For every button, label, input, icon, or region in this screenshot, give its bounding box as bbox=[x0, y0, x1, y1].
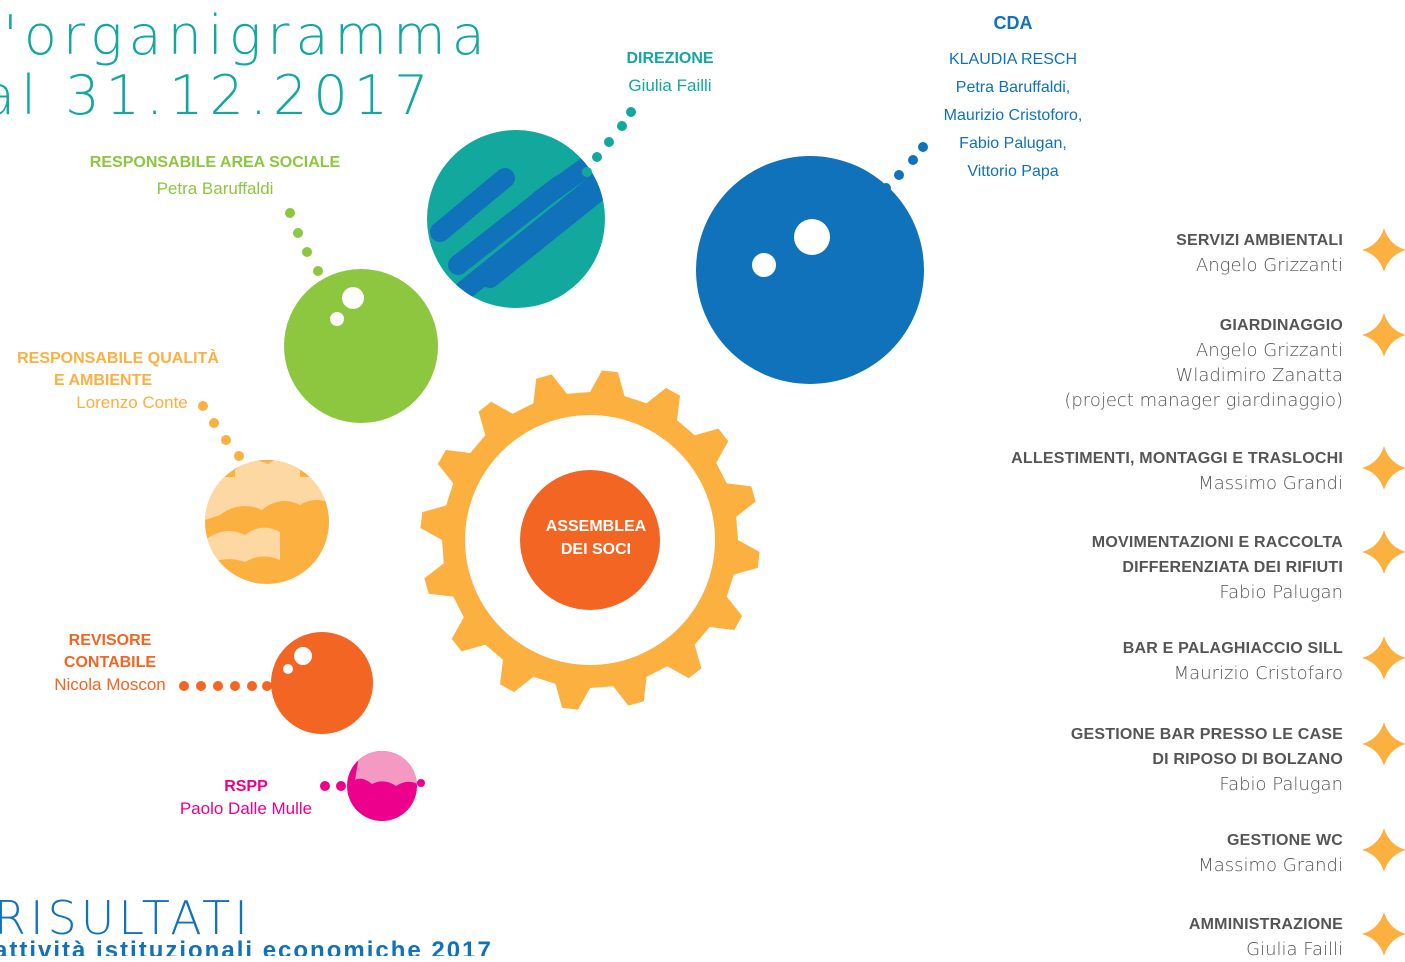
page-title: l'organigramma al 31.12.2017 bbox=[0, 6, 491, 126]
area-sociale-label: RESPONSABILE AREA SOCIALE Petra Baruffal… bbox=[65, 152, 365, 200]
bottom-title: RISULTATI attività istituzionali economi… bbox=[0, 893, 493, 956]
service-item: ALLESTIMENTI, MONTAGGI E TRASLOCHI Massim… bbox=[1011, 446, 1343, 496]
bottom-title-line2: attività istituzionali economiche 2017 bbox=[0, 939, 493, 956]
direzione-dots bbox=[582, 107, 636, 177]
rspp-name: Paolo Dalle Mulle bbox=[179, 799, 313, 818]
page-title-line1: l'organigramma bbox=[0, 4, 491, 67]
service-person: Fabio Palugan bbox=[1219, 774, 1343, 795]
service-title: GIARDINAGGIO bbox=[1219, 317, 1343, 334]
direzione-circle bbox=[427, 130, 605, 308]
cda-name-1: KLAUDIA RESCH bbox=[948, 51, 1078, 68]
star-icon bbox=[1362, 912, 1405, 956]
area-sociale-role: RESPONSABILE AREA SOCIALE bbox=[89, 154, 341, 171]
area-sociale-dots bbox=[285, 208, 323, 276]
rspp-role: RSPP bbox=[224, 778, 268, 795]
revisore-dots bbox=[179, 681, 272, 691]
qualita-dots bbox=[198, 401, 244, 461]
service-title: DIFFERENZIATA DEI RIFIUTI bbox=[1122, 559, 1343, 576]
service-person: Giulia Failli bbox=[1246, 939, 1343, 960]
service-person: Maurizio Cristofaro bbox=[1173, 663, 1343, 684]
cda-role: CDA bbox=[993, 13, 1033, 33]
service-person: (project manager giardinaggio) bbox=[1064, 390, 1343, 411]
service-title: BAR E PALAGHIACCIO SILL bbox=[1122, 640, 1343, 657]
qualita-label: RESPONSABILE QUALITÀ E AMBIENTE Lorenzo … bbox=[0, 348, 236, 414]
revisore-role-line1: REVISORE bbox=[68, 632, 152, 649]
service-person: Massimo Grandi bbox=[1198, 855, 1343, 876]
qualita-name: Lorenzo Conte bbox=[76, 393, 188, 412]
revisore-name: Nicola Moscon bbox=[54, 675, 166, 694]
rspp-label: RSPP Paolo Dalle Mulle bbox=[164, 776, 328, 820]
star-icon bbox=[1362, 636, 1405, 680]
rspp-circle bbox=[347, 751, 425, 821]
revisore-label: REVISORE CONTABILE Nicola Moscon bbox=[30, 630, 190, 696]
cda-name-2: Petra Baruffaldi, bbox=[955, 79, 1071, 96]
bottom-title-line1: RISULTATI bbox=[0, 891, 252, 945]
area-sociale-circle bbox=[284, 269, 438, 423]
service-title: SERVIZI AMBIENTALI bbox=[1176, 232, 1343, 249]
service-title: MOVIMENTAZIONI E RACCOLTA bbox=[1091, 534, 1343, 551]
page-title-line2: al 31.12.2017 bbox=[0, 64, 435, 127]
center-label-line2: DEI SOCI bbox=[561, 541, 631, 558]
qualita-circle bbox=[205, 460, 329, 584]
direzione-label: DIREZIONE Giulia Failli bbox=[600, 48, 740, 97]
star-icon bbox=[1362, 722, 1405, 766]
service-item: SERVIZI AMBIENTALI Angelo Grizzanti bbox=[1176, 228, 1343, 278]
service-title: GESTIONE WC bbox=[1227, 832, 1343, 849]
direzione-name: Giulia Failli bbox=[628, 76, 712, 95]
service-item: MOVIMENTAZIONI E RACCOLTA DIFFERENZIATA D… bbox=[1092, 530, 1343, 605]
service-item: GESTIONE BAR PRESSO LE CASE DI RIPOSO DI … bbox=[1071, 722, 1343, 797]
service-item: GESTIONE WC Massimo Grandi bbox=[1198, 828, 1343, 878]
revisore-circle bbox=[271, 632, 373, 734]
rspp-dots bbox=[320, 781, 346, 791]
cda-dots bbox=[881, 142, 928, 193]
qualita-role-line2: E AMBIENTE bbox=[53, 372, 153, 389]
cda-name-3: Maurizio Cristoforo, bbox=[943, 107, 1083, 124]
area-sociale-name: Petra Baruffaldi bbox=[156, 179, 274, 198]
service-stars bbox=[1362, 228, 1405, 956]
cda-name-4: Fabio Palugan, bbox=[959, 135, 1067, 152]
service-title: GESTIONE BAR PRESSO LE CASE bbox=[1070, 726, 1343, 743]
star-icon bbox=[1362, 228, 1405, 272]
star-icon bbox=[1362, 828, 1405, 872]
direzione-role: DIREZIONE bbox=[626, 50, 714, 67]
star-icon bbox=[1362, 530, 1405, 574]
center-circle bbox=[520, 470, 660, 610]
service-person: Massimo Grandi bbox=[1198, 473, 1343, 494]
cda-name-5: Vittorio Papa bbox=[967, 163, 1059, 180]
service-title: AMMINISTRAZIONE bbox=[1188, 916, 1343, 933]
service-item: AMMINISTRAZIONE Giulia Failli bbox=[1189, 912, 1343, 962]
revisore-role-line2: CONTABILE bbox=[63, 654, 157, 671]
cda-label: CDA KLAUDIA RESCH Petra Baruffaldi, Maur… bbox=[938, 12, 1088, 186]
star-icon bbox=[1362, 313, 1405, 357]
service-person: Wladimiro Zanatta bbox=[1175, 365, 1343, 386]
service-title: ALLESTIMENTI, MONTAGGI E TRASLOCHI bbox=[1011, 450, 1343, 467]
qualita-role-line1: RESPONSABILE QUALITÀ bbox=[17, 350, 219, 367]
service-person: Fabio Palugan bbox=[1219, 582, 1343, 603]
star-icon bbox=[1362, 446, 1405, 490]
service-person: Angelo Grizzanti bbox=[1195, 340, 1343, 361]
center-label-line1: ASSEMBLEA bbox=[546, 518, 647, 535]
gear-shape bbox=[420, 370, 760, 710]
cda-circle bbox=[696, 156, 924, 384]
service-item: BAR E PALAGHIACCIO SILL Maurizio Cristofa… bbox=[1123, 636, 1343, 686]
service-person: Angelo Grizzanti bbox=[1195, 255, 1343, 276]
service-title: DI RIPOSO DI BOLZANO bbox=[1152, 751, 1343, 768]
